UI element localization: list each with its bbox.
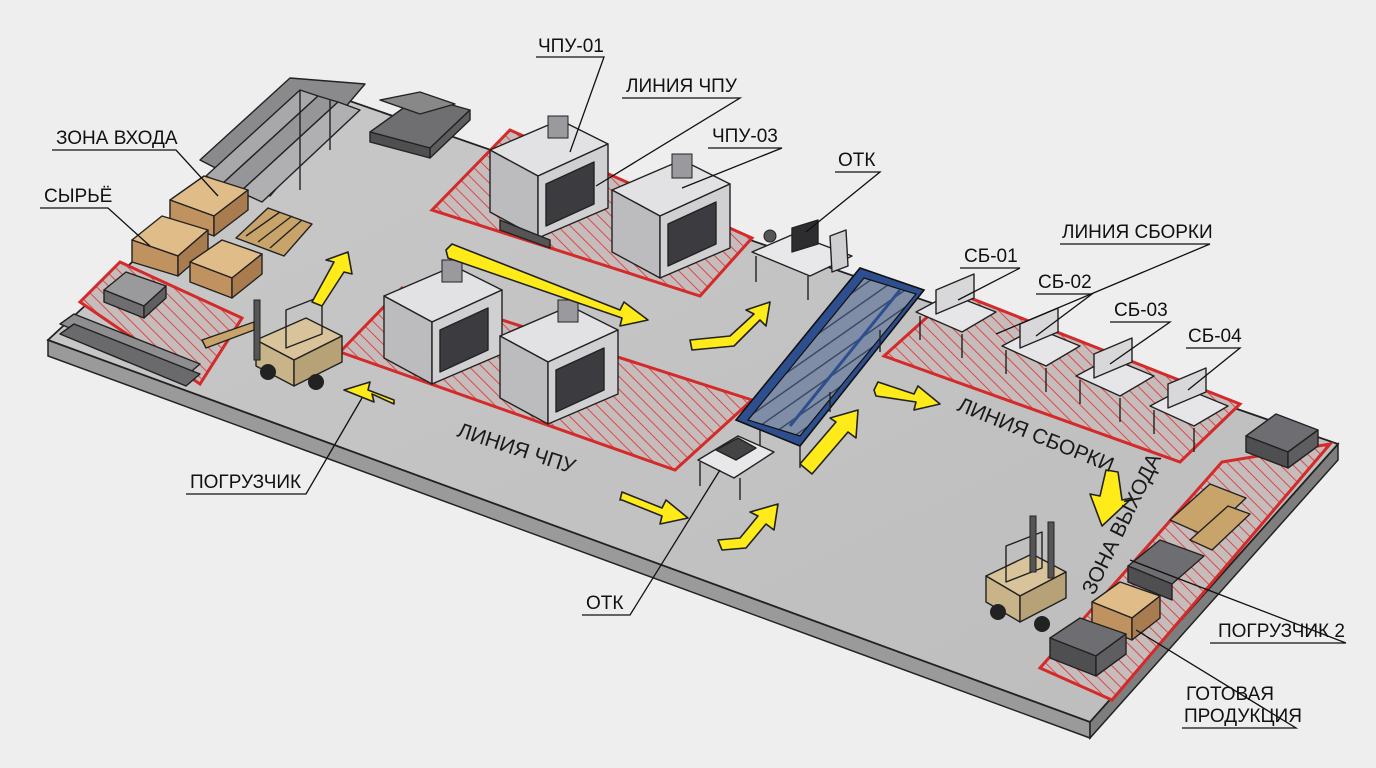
label-qc-top: ОТК [838, 150, 875, 171]
label-forklift: ПОГРУЗЧИК [190, 472, 301, 493]
arrow-6 [717, 503, 779, 551]
finished-goods-pallet-right [1245, 413, 1319, 469]
arrow-2 [445, 243, 649, 327]
label-finished-goods-2: ПРОДУКЦИЯ [1184, 706, 1302, 727]
exit-finished-stack [1049, 617, 1127, 677]
steel-beams [59, 313, 201, 387]
label-entry-zone: ЗОНА ВХОДА [56, 128, 178, 149]
metal-blocks [103, 271, 167, 319]
cnc-machine-01 [489, 115, 609, 249]
label-finished-goods-1: ГОТОВАЯ [1186, 684, 1274, 705]
label-assembly-line-top: ЛИНИЯ СБОРКИ [1062, 222, 1213, 243]
exit-empty-pallets [1169, 483, 1251, 551]
arrow-4 [343, 381, 395, 405]
label-cnc-03: ЧПУ-03 [712, 126, 778, 147]
forklift-2-icon [985, 515, 1067, 632]
conveyor-icon [734, 267, 926, 468]
label-cnc-01: ЧПУ-01 [538, 36, 604, 57]
inspection-station-bottom [697, 435, 775, 500]
steel-plates-pallet [369, 91, 471, 159]
arrow-7 [799, 409, 859, 475]
arrow-5 [619, 491, 689, 525]
leader-lines [40, 56, 1347, 729]
label-sb-02: СБ-02 [1038, 272, 1092, 293]
exit-metal-stack [1127, 539, 1205, 601]
forklift-icon [201, 295, 343, 390]
label-cnc-line-top: ЛИНИЯ ЧПУ [626, 76, 738, 97]
label-sb-01: СБ-01 [964, 246, 1018, 267]
arrow-1 [311, 251, 353, 307]
arrow-3 [689, 301, 771, 351]
arrow-9 [1089, 469, 1133, 527]
label-sb-03: СБ-03 [1114, 300, 1168, 321]
arrow-8 [873, 381, 941, 411]
label-forklift-2: ПОГРУЗЧИК 2 [1218, 621, 1345, 642]
flow-arrows [311, 243, 1133, 551]
inspection-station-desk [751, 219, 853, 300]
label-qc-bottom: ОТК [586, 593, 623, 614]
workbench-sb03 [1075, 337, 1155, 422]
label-raw-materials: СЫРЬЁ [44, 186, 112, 207]
workbench-sb01 [915, 273, 997, 358]
cnc-machine-bottom-2 [499, 299, 619, 425]
raw-rods-rack [199, 77, 366, 203]
workbench-sb04 [1149, 367, 1229, 452]
exit-cardboard-boxes [1091, 581, 1161, 641]
empty-pallet [235, 207, 313, 257]
label-sb-04: СБ-04 [1188, 326, 1242, 347]
cnc-machine-03 [611, 153, 731, 279]
cnc-machine-bottom-1 [383, 259, 503, 385]
cardboard-boxes [131, 175, 263, 299]
